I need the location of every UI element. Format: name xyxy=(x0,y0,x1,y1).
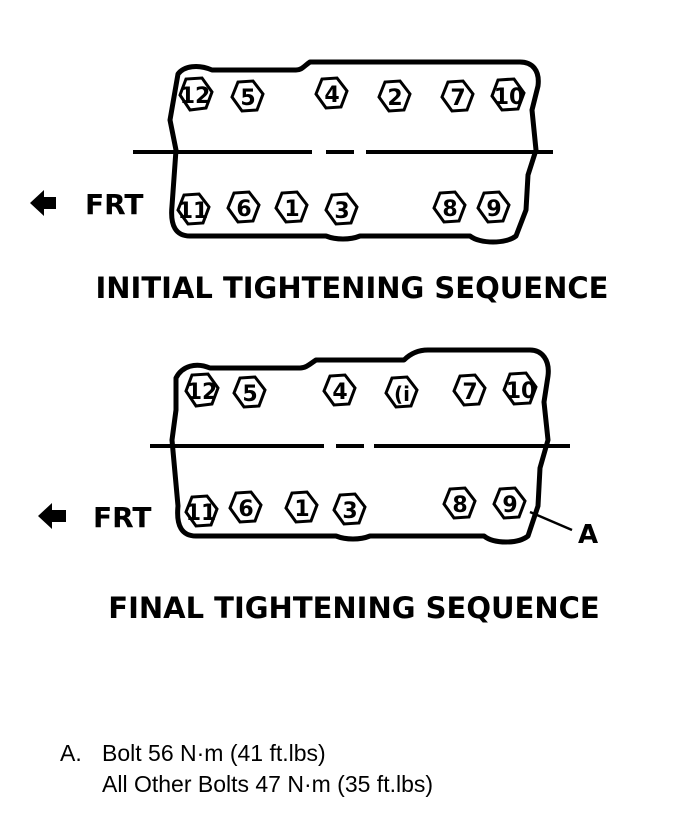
bolt-11: 11 xyxy=(176,192,211,226)
sequence-title: INITIAL TIGHTENING SEQUENCE xyxy=(96,271,609,305)
bolt-6: 6 xyxy=(226,190,261,224)
bolt-6: 6 xyxy=(228,490,263,524)
svg-text:3: 3 xyxy=(342,499,357,524)
svg-text:6: 6 xyxy=(238,497,253,522)
svg-text:3: 3 xyxy=(334,199,349,224)
svg-text:12: 12 xyxy=(180,84,211,109)
bolt-7: 7 xyxy=(440,79,475,113)
bolt-8: 8 xyxy=(432,190,467,224)
legend-line-1: A. Bolt 56 N·m (41 ft.lbs) xyxy=(60,738,433,769)
bolt-12: 12 xyxy=(184,372,220,408)
legend-line-2: All Other Bolts 47 N·m (35 ft.lbs) xyxy=(102,771,434,797)
legend-bolt-a-torque: Bolt 56 N·m (41 ft.lbs) xyxy=(102,740,326,766)
svg-text:1: 1 xyxy=(294,497,309,522)
final-sequence-diagram: FRT 12 5 4 (i 7 10 11 xyxy=(38,347,600,625)
bolt-2: (i xyxy=(384,375,419,409)
svg-text:9: 9 xyxy=(502,493,517,518)
frt-label: FRT xyxy=(93,501,152,534)
svg-text:12: 12 xyxy=(187,380,218,405)
bolt-3: 3 xyxy=(332,492,367,526)
callout-leader-line xyxy=(529,510,573,532)
svg-text:11: 11 xyxy=(186,501,217,526)
svg-text:11: 11 xyxy=(178,199,209,224)
bolt-2: 2 xyxy=(377,79,412,113)
bolt-9: 9 xyxy=(492,486,527,520)
bolt-1: 1 xyxy=(274,190,309,224)
bolt-5: 5 xyxy=(230,79,265,113)
svg-text:1: 1 xyxy=(284,197,299,222)
bolt-11: 11 xyxy=(184,494,219,528)
svg-text:8: 8 xyxy=(452,493,467,518)
svg-text:4: 4 xyxy=(324,83,339,108)
svg-text:7: 7 xyxy=(450,86,465,111)
front-arrow-icon xyxy=(38,503,66,529)
cylinder-head-outline xyxy=(169,347,551,545)
initial-sequence-diagram: FRT 12 5 4 2 7 10 11 xyxy=(30,59,609,305)
svg-text:7: 7 xyxy=(462,380,477,405)
svg-text:8: 8 xyxy=(442,197,457,222)
bolt-12: 12 xyxy=(178,76,214,112)
svg-text:6: 6 xyxy=(236,197,251,222)
bolt-4: 4 xyxy=(314,76,349,110)
svg-text:4: 4 xyxy=(332,380,347,405)
torque-legend: A. Bolt 56 N·m (41 ft.lbs) All Other Bolt… xyxy=(60,738,433,800)
legend-letter: A. xyxy=(60,740,82,766)
sequence-title: FINAL TIGHTENING SEQUENCE xyxy=(108,591,599,625)
frt-label: FRT xyxy=(85,188,144,221)
svg-text:5: 5 xyxy=(242,382,257,407)
bolt-9: 9 xyxy=(476,190,511,224)
svg-text:10: 10 xyxy=(494,85,525,110)
bolt-1: 1 xyxy=(284,490,319,524)
svg-text:5: 5 xyxy=(240,86,255,111)
bolt-10: 10 xyxy=(502,371,538,406)
bolt-3: 3 xyxy=(324,192,359,226)
bolt-10: 10 xyxy=(490,77,526,112)
bolt-7: 7 xyxy=(452,373,487,407)
svg-text:(i: (i xyxy=(394,382,410,406)
cylinder-head-outline xyxy=(167,59,541,245)
svg-text:2: 2 xyxy=(387,86,402,111)
svg-text:9: 9 xyxy=(486,197,501,222)
callout-label: A xyxy=(578,520,598,550)
svg-text:10: 10 xyxy=(506,379,537,404)
bolt-4: 4 xyxy=(322,373,357,407)
bolt-8: 8 xyxy=(442,486,477,520)
front-arrow-icon xyxy=(30,190,56,216)
bolt-5: 5 xyxy=(232,375,267,409)
